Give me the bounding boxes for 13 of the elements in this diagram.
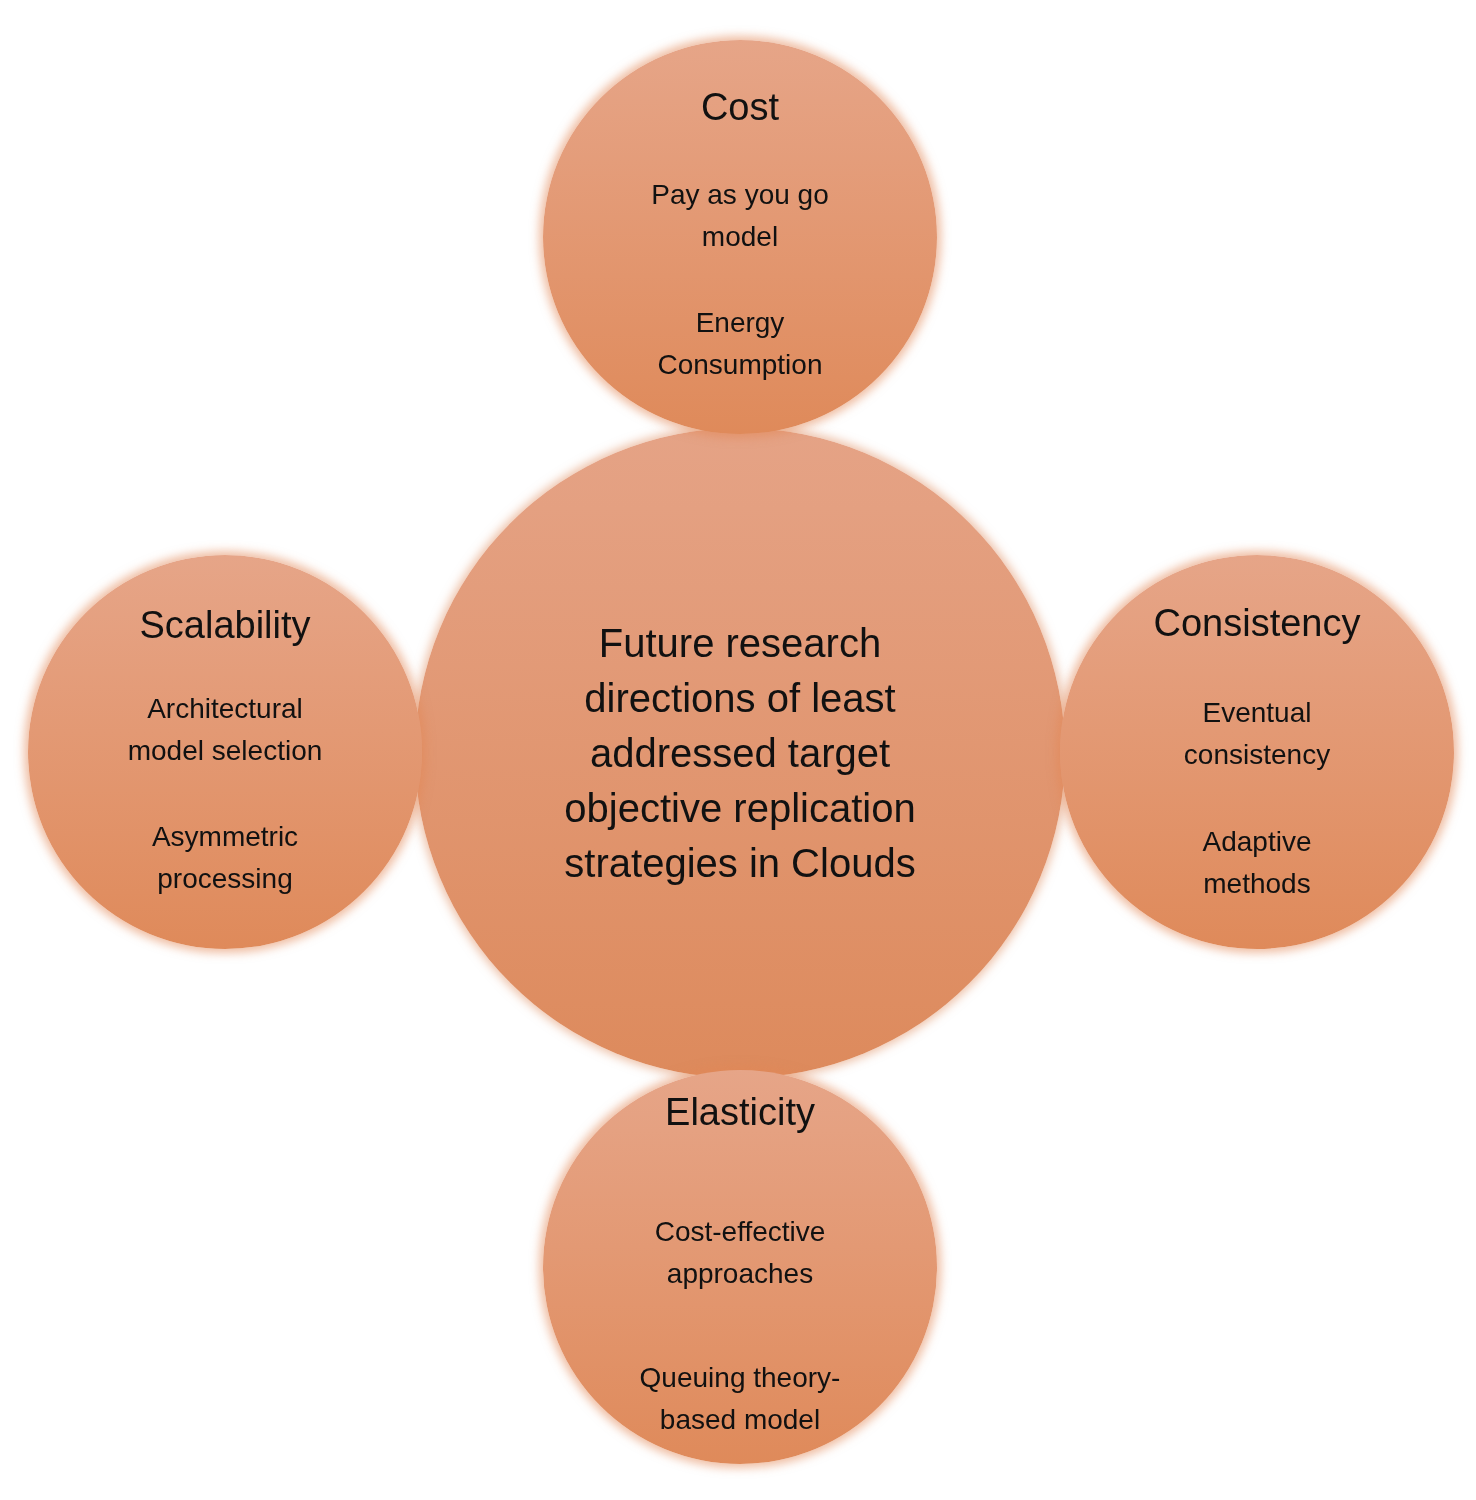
circle-text: Eventual consistency: [1182, 696, 1332, 772]
circle-heading: Cost: [700, 85, 780, 130]
circle-text: Cost-effective approaches: [653, 1215, 827, 1291]
circle-text: Architectural model selection: [126, 692, 324, 768]
circle-text: Energy Consumption: [656, 306, 824, 382]
circle-heading: Elasticity: [665, 1090, 815, 1135]
circle-text: Adaptive methods: [1201, 825, 1313, 901]
circle-text: Future research directions of least addressed target objective replication strategies in Clouds: [563, 619, 917, 887]
circle-heading: Consistency: [1153, 601, 1361, 646]
circle-text: Asymmetric processing: [150, 820, 300, 896]
circle-text: Pay as you go model: [650, 178, 830, 254]
circle-text: Queuing theory-based model: [638, 1361, 842, 1437]
circle-heading: Scalability: [139, 603, 311, 648]
